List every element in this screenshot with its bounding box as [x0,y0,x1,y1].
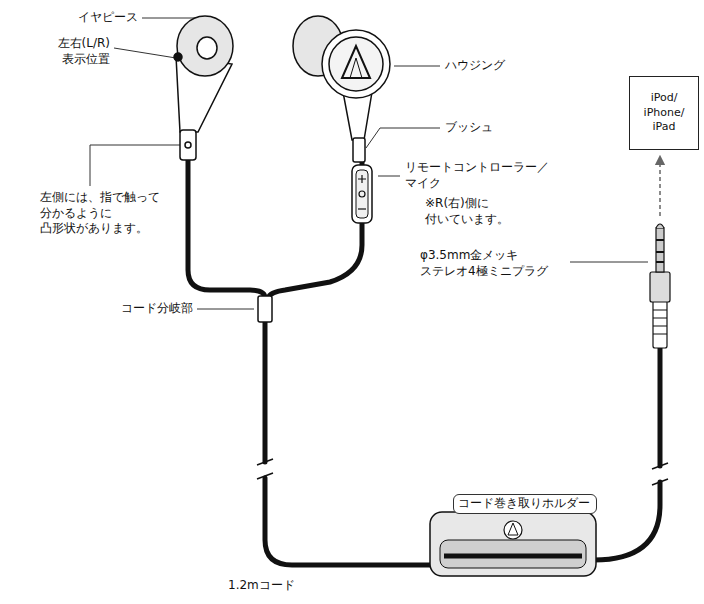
right-earpiece [293,16,390,162]
stereo-plug [650,224,670,348]
note: ※R(右)側に 付いています。 [425,196,511,227]
remote-controller [352,165,372,223]
part-name: イヤピース [78,10,140,26]
cord [188,158,660,565]
cord-holder [430,512,596,576]
device-name: iPod/ iPhone/ iPad [643,91,686,136]
note: 左側には、指で触って 分かるように 凸形状があります。 [40,190,162,237]
left-earpiece [174,16,233,160]
part-name: φ3.5mm金メッキ ステレオ4極ミニプラグ [420,248,550,279]
connect-arrow [659,160,661,216]
part-name: ハウジング [445,58,507,74]
part-name: コード巻き取りホルダー [453,494,597,514]
part-name: ブッシュ [445,120,495,136]
part-name: コード分岐部 [119,301,193,317]
part-name: リモートコントローラー／ マイク [405,160,551,191]
device-box: iPod/ iPhone/ iPad [629,76,699,150]
leader-lines [90,18,648,309]
break-mark [257,459,668,485]
cord-splitter [258,296,272,322]
cord-length: 1.2mコード [228,578,297,594]
part-name: 左右(L/R) 表示位置 [55,36,110,67]
